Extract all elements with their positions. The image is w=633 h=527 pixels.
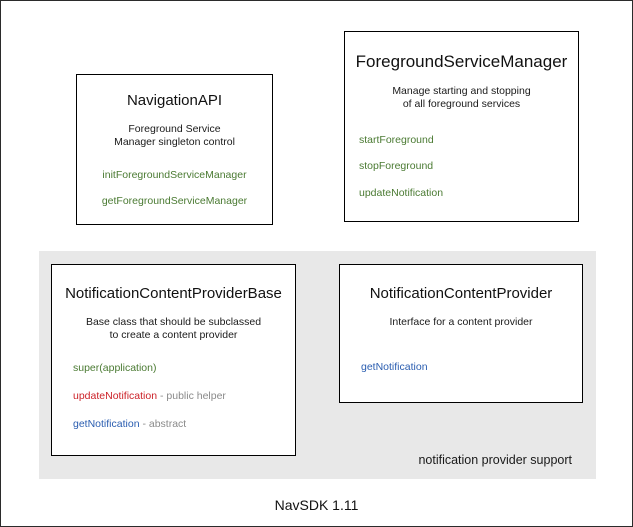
member-name: getNotification	[73, 417, 140, 430]
member-item[interactable]: updateNotification	[359, 187, 578, 200]
member-name: updateNotification	[359, 186, 444, 199]
member-list: initForegroundServiceManager getForegrou…	[77, 169, 272, 207]
class-description: Manage starting and stopping of all fore…	[345, 85, 578, 112]
class-title: NotificationContentProvider	[369, 285, 553, 302]
class-box-notification-content-provider[interactable]: NotificationContentProvider Interface fo…	[339, 264, 583, 403]
class-description-line: to create a content provider	[109, 328, 238, 341]
member-item[interactable]: getNotification	[361, 361, 582, 374]
class-description-line: Manage starting and stopping	[392, 84, 531, 97]
class-description: Interface for a content provider	[340, 316, 582, 329]
member-item[interactable]: initForegroundServiceManager	[77, 169, 272, 182]
member-note: - abstract	[139, 417, 187, 430]
class-description-line: Foreground Service	[128, 122, 221, 135]
class-box-foreground-service-manager[interactable]: ForegroundServiceManager Manage starting…	[344, 31, 579, 222]
member-name: initForegroundServiceManager	[102, 169, 247, 182]
member-item[interactable]: updateNotification - public helper	[73, 390, 295, 403]
class-description: Foreground Service Manager singleton con…	[77, 123, 272, 150]
group-region-label: notification provider support	[418, 453, 572, 467]
member-name: startForeground	[359, 133, 434, 146]
member-list: startForeground stopForeground updateNot…	[345, 134, 578, 200]
class-description-line: Manager singleton control	[114, 135, 235, 148]
member-list: getNotification	[340, 361, 582, 374]
member-name: stopForeground	[359, 160, 434, 173]
class-box-notification-content-provider-base[interactable]: NotificationContentProviderBase Base cla…	[51, 264, 296, 456]
member-item[interactable]: getForegroundServiceManager	[77, 195, 272, 208]
member-name: getForegroundServiceManager	[101, 194, 248, 207]
member-item[interactable]: getNotification - abstract	[73, 418, 295, 431]
member-item[interactable]: super(application)	[73, 362, 295, 375]
class-description-line: of all foreground services	[402, 98, 521, 111]
class-description-line: Base class that should be subclassed	[85, 315, 262, 328]
class-title: NavigationAPI	[126, 92, 223, 109]
member-note: - public helper	[157, 389, 226, 402]
member-item[interactable]: startForeground	[359, 134, 578, 147]
class-description: Base class that should be subclassed to …	[52, 316, 295, 343]
class-title: NotificationContentProviderBase	[65, 285, 282, 302]
class-description-line: Interface for a content provider	[389, 315, 533, 328]
member-item[interactable]: stopForeground	[359, 160, 578, 173]
class-box-navigation-api[interactable]: NavigationAPI Foreground Service Manager…	[76, 74, 273, 225]
footer-caption: NavSDK 1.11	[274, 497, 359, 513]
member-name: updateNotification	[73, 389, 158, 402]
member-name: getNotification	[361, 360, 428, 373]
class-title: ForegroundServiceManager	[355, 52, 568, 71]
member-name: super(application)	[73, 362, 157, 375]
member-list: super(application) updateNotification - …	[52, 362, 295, 430]
